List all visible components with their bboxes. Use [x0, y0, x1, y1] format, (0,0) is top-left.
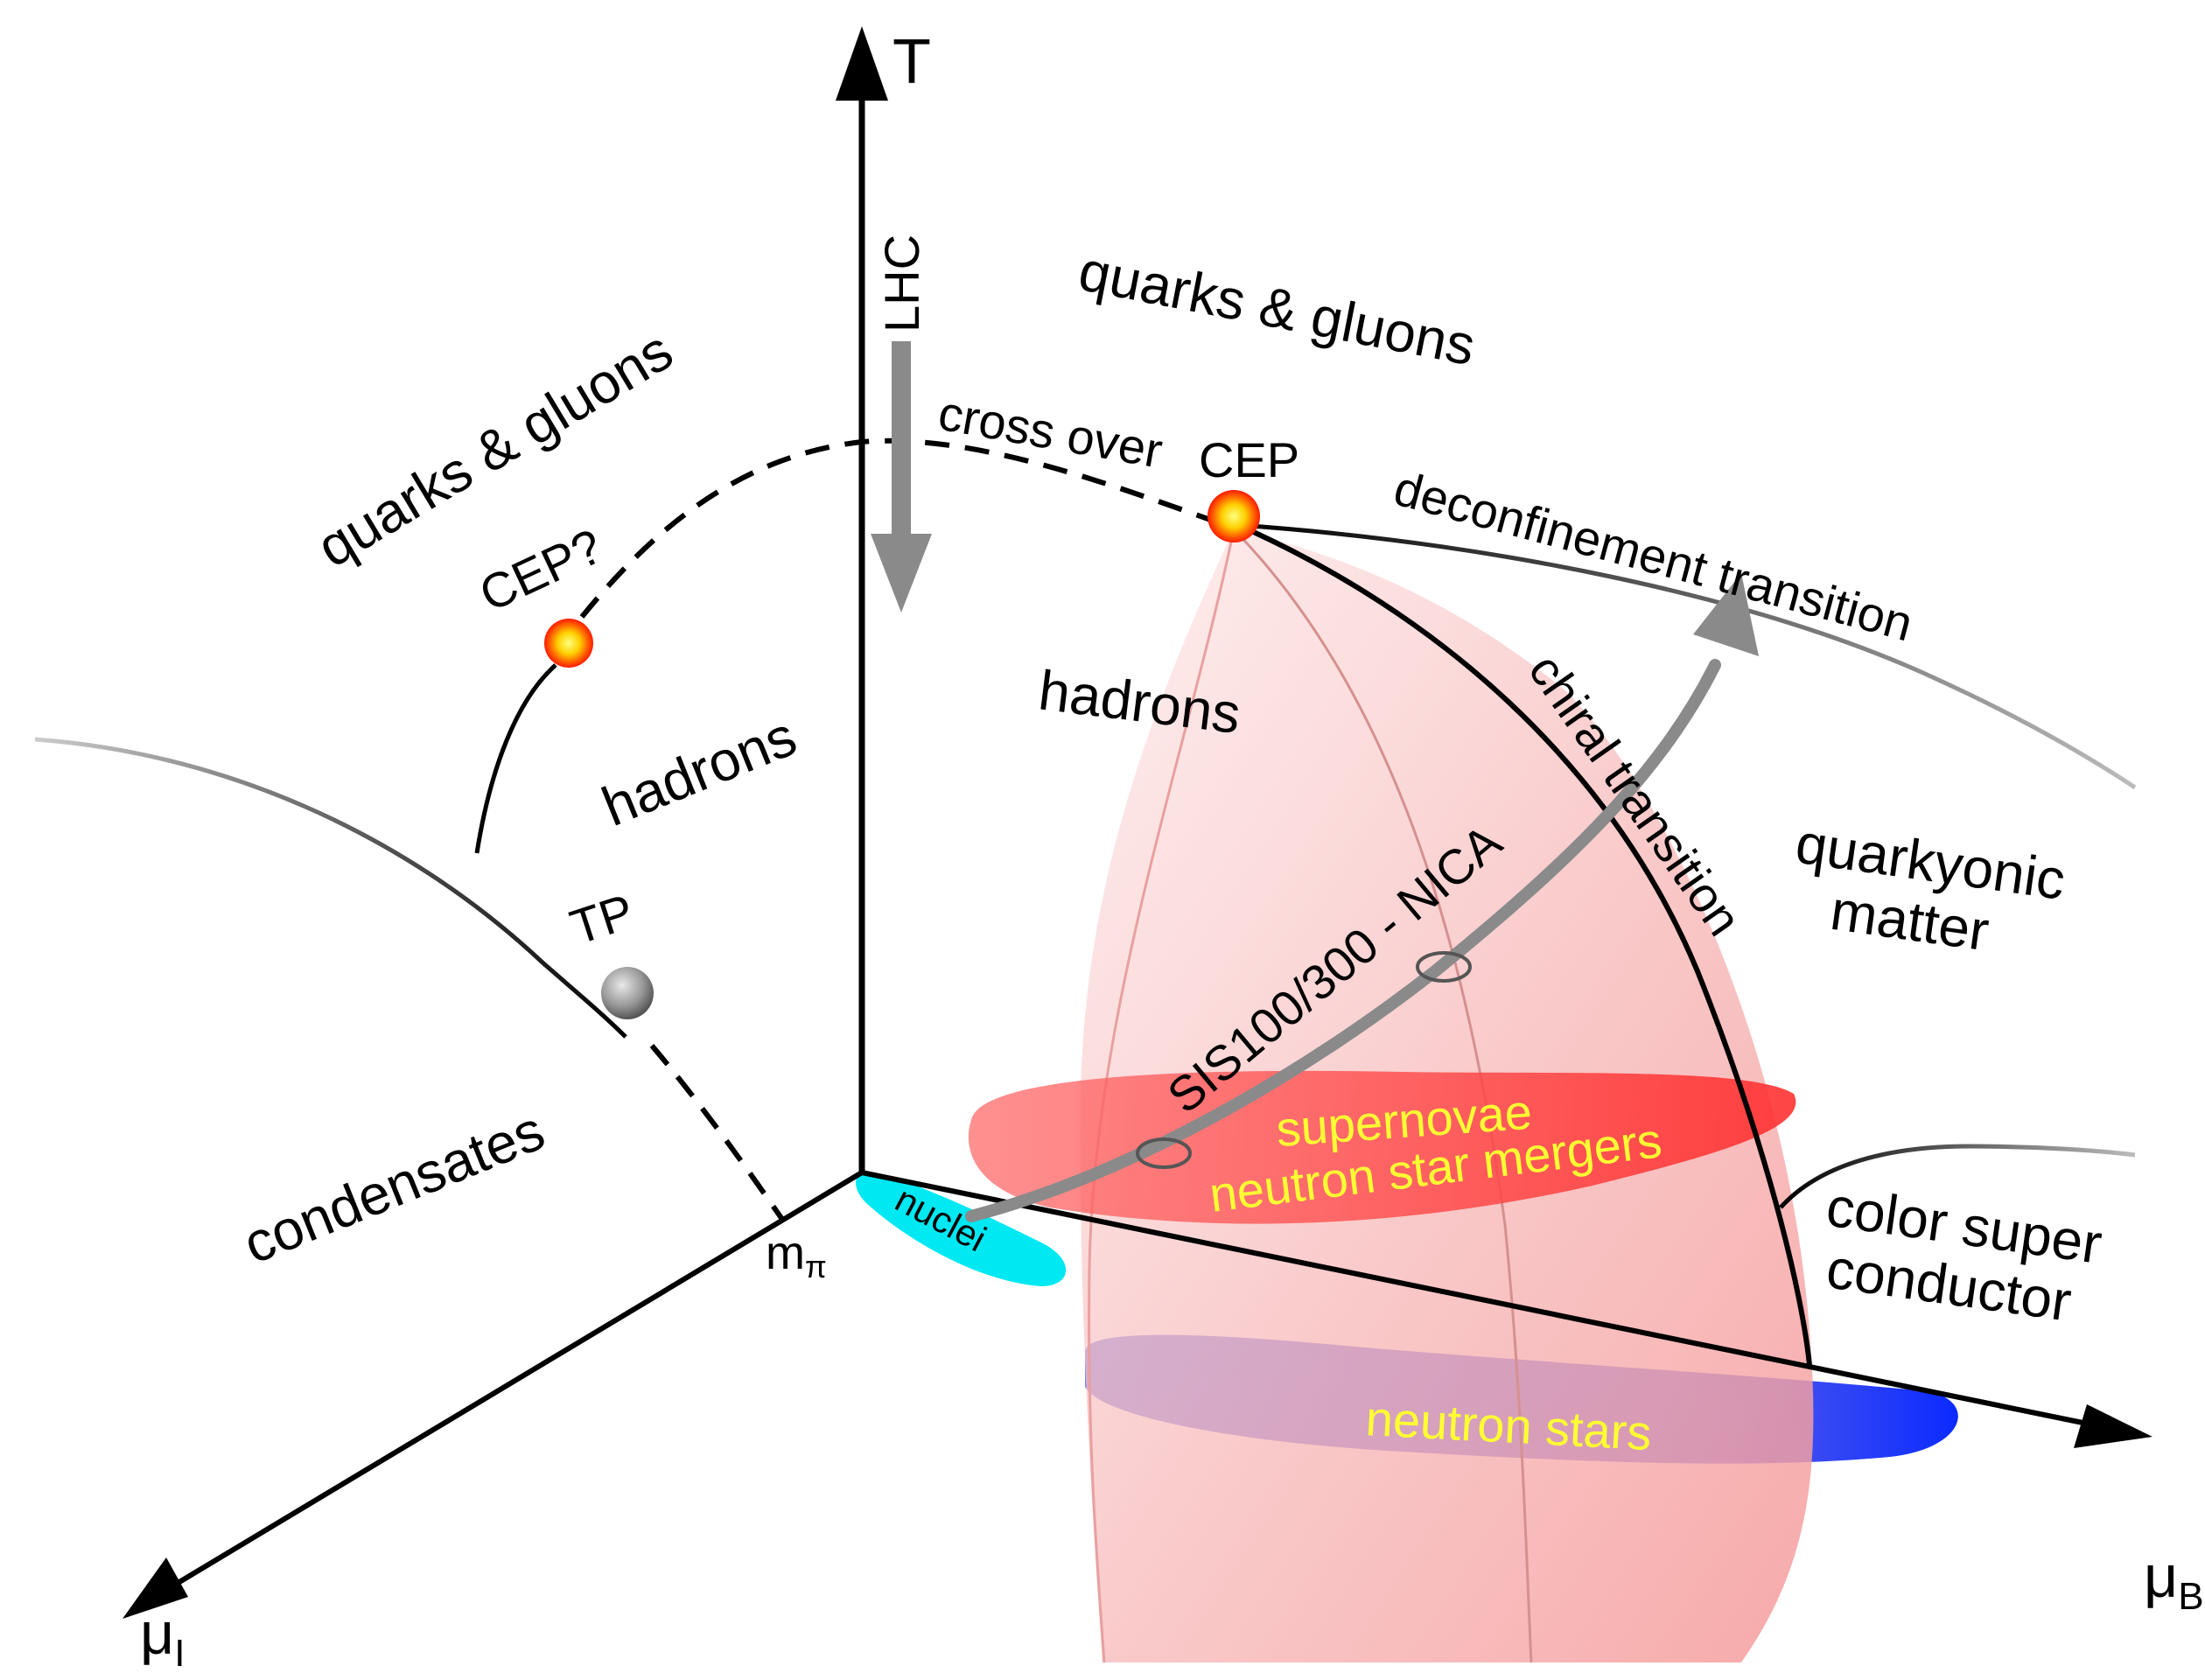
cep-point	[1208, 490, 1260, 542]
chiral-transition-line	[1236, 522, 1812, 1366]
sis-marker-ellipse	[1136, 1138, 1192, 1169]
m-pi-sub: π	[805, 1249, 827, 1284]
mu-b-sub: B	[2178, 1575, 2203, 1618]
quarks-gluons-left-label: quarks & gluons	[306, 318, 682, 579]
quarkyonic-label: quarkyonicmatter	[1783, 812, 2068, 973]
lhc-arrowhead	[871, 534, 932, 612]
nuclei-band	[856, 1172, 1067, 1286]
mu-i-sub: I	[174, 1632, 185, 1675]
mu-b-axis-arrowhead	[2074, 1404, 2152, 1448]
mu-b-axis-label: μB	[2144, 1544, 2204, 1618]
hadrons-left-label: hadrons	[593, 704, 804, 838]
condensate-boundary-line	[34, 737, 627, 1039]
condensates-label: condensates	[234, 1098, 552, 1276]
sis-nica-arrowhead	[1693, 573, 1759, 656]
color-superconductor-line	[1779, 1144, 2136, 1209]
condensate-dashed-line	[649, 1044, 786, 1222]
t-axis-label: T	[892, 27, 931, 97]
quarks-gluons-right-label: quarks & gluons	[1074, 239, 1480, 377]
deconfinement-transition-line	[1237, 522, 2137, 790]
crossover-dashed-line	[579, 438, 1227, 619]
cep-label: CEP	[1199, 432, 1299, 487]
lhc-label: LHC	[874, 234, 929, 332]
mu-i-axis-arrowhead	[122, 1558, 188, 1619]
tp-point	[601, 967, 654, 1019]
m-pi-label: mπ	[766, 1227, 827, 1284]
mu-i-axis-label: μI	[140, 1600, 185, 1675]
nica-marker-ellipse	[1416, 951, 1472, 983]
tp-label: TP	[564, 883, 640, 955]
mu-i-axis	[160, 1170, 864, 1595]
t-axis-arrowhead	[836, 26, 888, 101]
mu-b-axis	[861, 1170, 2101, 1429]
left-transition-line	[474, 663, 557, 854]
supernovae-band	[968, 1070, 1796, 1224]
cep-question-point	[544, 619, 593, 668]
color-superconductor-label: color superconductor	[1814, 1175, 2105, 1337]
